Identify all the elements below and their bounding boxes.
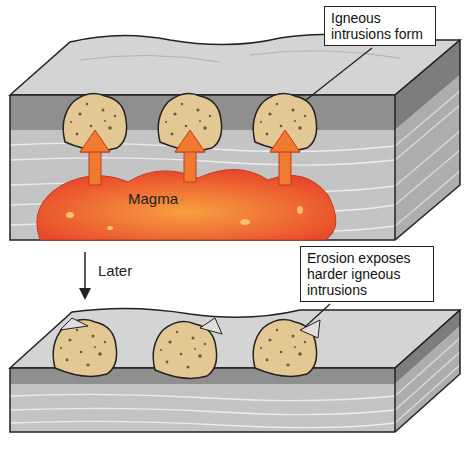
magma-label: Magma: [128, 190, 178, 208]
time-label: Later: [98, 262, 132, 280]
callout-text: Erosion exposes harder igneous intrusion…: [307, 250, 427, 298]
callout-box: Erosion exposes harder igneous intrusion…: [300, 246, 434, 302]
callout-text: Igneous intrusions form: [331, 10, 429, 42]
callout-box: Igneous intrusions form: [324, 6, 436, 46]
